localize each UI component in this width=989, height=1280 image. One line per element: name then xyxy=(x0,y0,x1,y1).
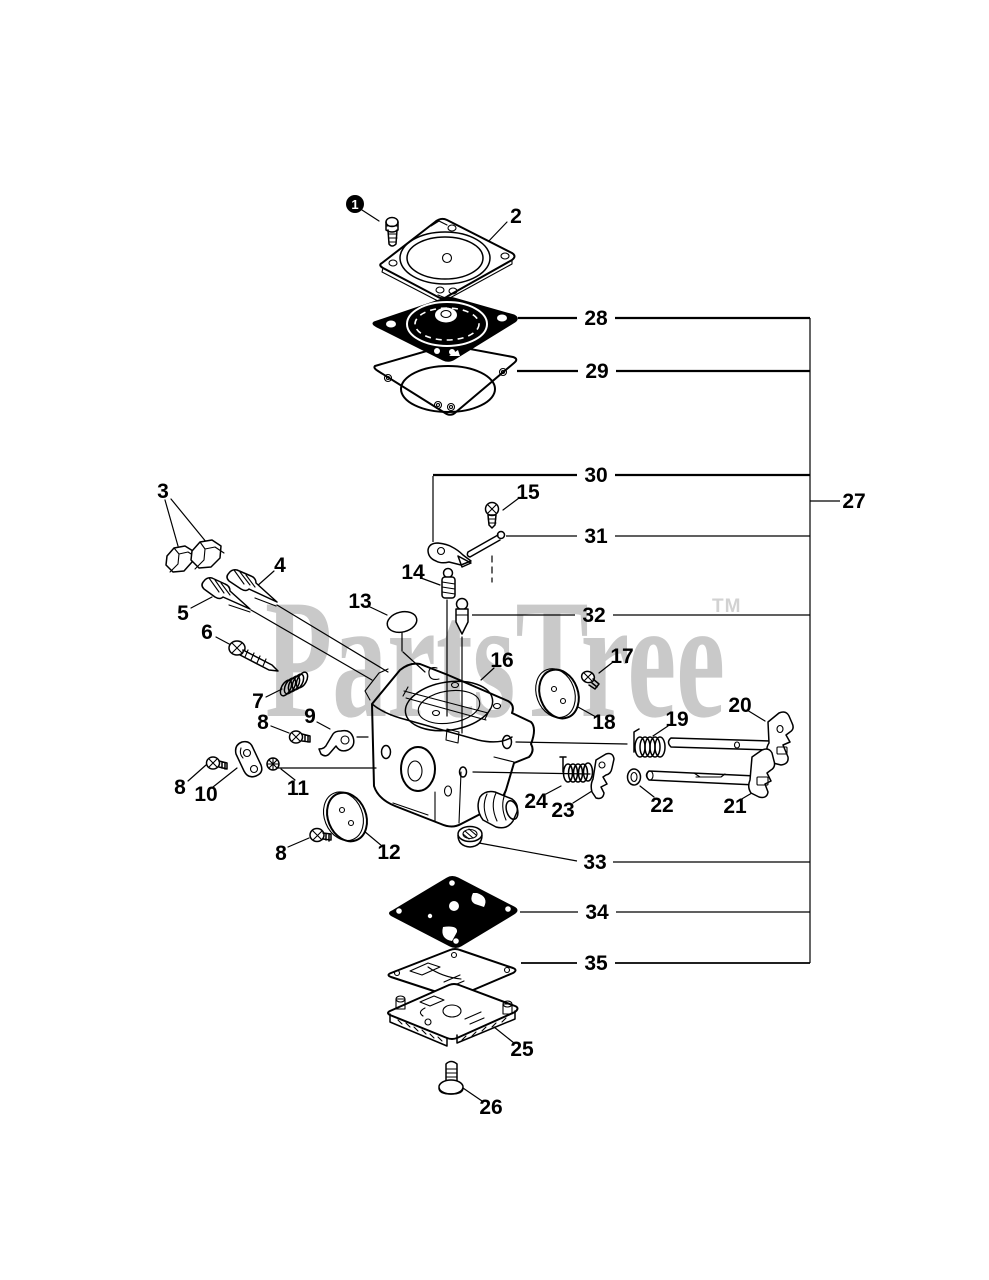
callout-24: 24 xyxy=(524,790,548,813)
callout-6: 6 xyxy=(201,621,213,644)
callout-25: 25 xyxy=(510,1038,534,1061)
part-13-inlet-seat-gasket xyxy=(386,610,418,634)
callout-21: 21 xyxy=(723,795,747,818)
callout-12: 12 xyxy=(377,841,400,864)
part-17-plate-screw xyxy=(580,670,600,690)
part-8a-screw xyxy=(288,730,311,744)
watermark-text: PartsTree xyxy=(265,565,725,753)
callout-2: 2 xyxy=(510,205,522,228)
callout-20: 20 xyxy=(728,694,751,717)
part-28-metering-diaphragm xyxy=(372,296,518,362)
part-16-carburetor-body xyxy=(364,662,535,829)
part-22-washer xyxy=(626,768,642,786)
part-8b-screw xyxy=(205,756,228,770)
callout-11: 11 xyxy=(287,777,310,800)
part-10-bracket xyxy=(234,740,263,778)
callout-17: 17 xyxy=(610,645,633,668)
part-6-idle-screw xyxy=(228,640,279,672)
part-23-choke-lever xyxy=(590,752,615,800)
callout-33: 33 xyxy=(583,851,606,874)
part-8c-screw xyxy=(309,827,332,843)
watermark: PartsTree TM xyxy=(265,565,741,753)
part-1-cover-screw xyxy=(385,216,399,247)
callout-27: 27 xyxy=(842,490,865,513)
part-30-metering-lever xyxy=(427,542,472,568)
part-25-pump-cover xyxy=(387,983,519,1047)
part-2-diaphragm-cover xyxy=(379,217,516,302)
callout-13: 13 xyxy=(348,590,371,613)
part-19-throttle-spring xyxy=(633,728,666,758)
callout-26: 26 xyxy=(479,1096,502,1119)
callout-32: 32 xyxy=(582,604,605,627)
part-21-choke-shaft xyxy=(645,748,776,799)
callout-1-balloon: 1 xyxy=(346,195,364,213)
part-14-metering-spring xyxy=(441,567,456,599)
part-32-inlet-needle xyxy=(455,597,469,635)
part-12-choke-plate xyxy=(322,791,368,843)
part-18-throttle-plate xyxy=(535,668,580,720)
part-24-choke-spring xyxy=(559,756,594,783)
part-5-mixture-needle-low xyxy=(201,577,251,613)
part-15-lever-screw xyxy=(484,501,500,529)
part-9-swivel-clip xyxy=(318,729,355,757)
part-33-welch-plug xyxy=(457,825,483,848)
callout-7: 7 xyxy=(252,690,264,713)
callout-28: 28 xyxy=(584,307,608,330)
callout-reference-lines xyxy=(432,316,840,964)
callout-34: 34 xyxy=(585,901,609,924)
callout-5: 5 xyxy=(177,602,189,625)
callout-15: 15 xyxy=(516,481,540,504)
part-20-throttle-shaft xyxy=(667,711,794,766)
part-3-limiter-caps xyxy=(165,539,225,573)
callout-35: 35 xyxy=(584,952,608,975)
callout-1: 1 xyxy=(351,197,358,212)
callout-19: 19 xyxy=(665,708,688,731)
callout-22: 22 xyxy=(650,794,673,817)
callout-8a: 8 xyxy=(257,711,269,734)
callout-29: 29 xyxy=(585,360,608,383)
callout-3: 3 xyxy=(157,480,169,503)
callout-9: 9 xyxy=(304,705,316,728)
part-7-idle-spring xyxy=(279,671,309,697)
part-26-pump-screw xyxy=(438,1060,464,1095)
callout-8b: 8 xyxy=(174,776,186,799)
callout-10: 10 xyxy=(194,783,217,806)
callout-8c: 8 xyxy=(275,842,287,865)
callout-31: 31 xyxy=(584,525,608,548)
callout-4: 4 xyxy=(274,554,286,577)
part-4-mixture-needle-high xyxy=(226,569,278,607)
part-11-nut xyxy=(266,757,280,771)
leader-lines xyxy=(164,209,766,1102)
part-34-pump-diaphragm xyxy=(389,876,518,948)
callout-16: 16 xyxy=(490,649,513,672)
callout-18: 18 xyxy=(592,711,616,734)
callout-14: 14 xyxy=(401,561,425,584)
part-31-lever-pin xyxy=(466,530,506,558)
callout-23: 23 xyxy=(551,799,574,822)
callout-labels: 1 2 3 4 5 6 7 8 9 8 10 11 8 12 13 14 15 … xyxy=(157,195,866,1119)
watermark-tm-icon: TM xyxy=(712,596,741,617)
callout-30: 30 xyxy=(584,464,607,487)
